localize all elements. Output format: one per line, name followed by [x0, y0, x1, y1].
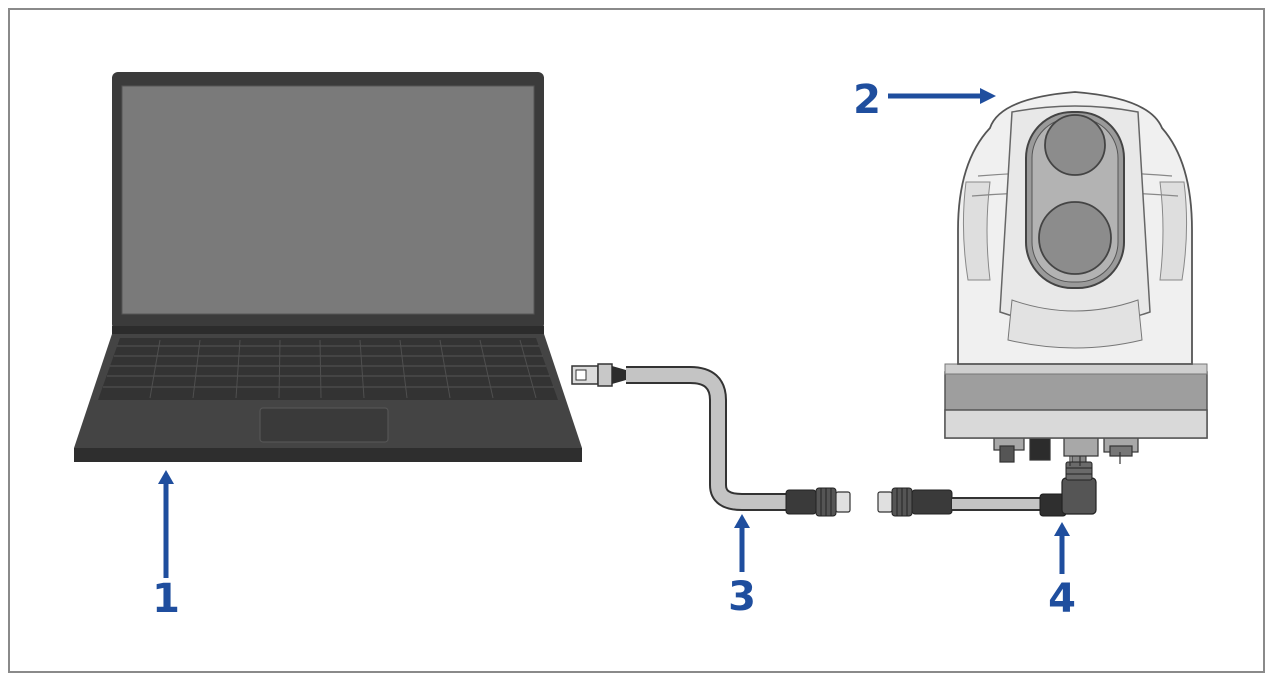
- camera-illustration: [944, 91, 1208, 466]
- ethernet-cable-illustration: [571, 363, 851, 517]
- laptop-screen: [121, 85, 535, 315]
- callout-label-camera-connector: 4: [1048, 576, 1076, 622]
- camera-connector-illustration: [877, 445, 1097, 517]
- laptop-illustration: [74, 72, 582, 462]
- laptop-keyboard: [98, 338, 558, 400]
- camera-lens-bottom: [1038, 201, 1112, 275]
- callout-label-camera: 2: [853, 77, 881, 123]
- callout-arrows: [158, 88, 1070, 578]
- laptop-trackpad: [259, 407, 389, 443]
- camera-lens-top: [1044, 114, 1106, 176]
- callout-label-laptop: 1: [152, 576, 180, 622]
- callout-label-ethernet-cable: 3: [728, 574, 756, 620]
